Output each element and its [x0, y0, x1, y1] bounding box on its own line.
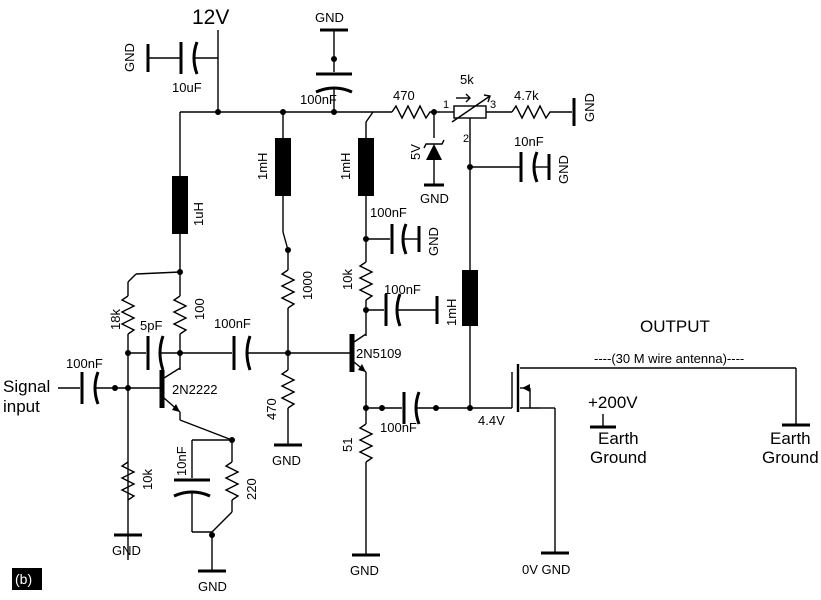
- inductor-1mh-a-label: 1mH: [255, 153, 270, 180]
- cap-100nf-drain-label: 100nF: [384, 282, 421, 297]
- inductor-1mh-b: 1mH: [338, 138, 374, 196]
- resistor-10k-base-label: 10k: [140, 469, 155, 490]
- transistor-2n5109: 2N5109: [349, 333, 402, 408]
- cap-100nf-input-label: 100nF: [66, 356, 103, 371]
- cap-100nf-mid: 100nF GND: [366, 205, 441, 256]
- inductor-1mh-c-label: 1mH: [444, 299, 459, 326]
- resistor-10k-drain-label: 10k: [340, 269, 355, 290]
- zener-label: 5V: [408, 144, 423, 160]
- cap-100nf-out-label: 100nF: [380, 420, 417, 435]
- resistor-100-label: 100: [192, 298, 207, 320]
- transistor-2n2222: 2N2222: [159, 367, 218, 413]
- resistor-1000: 1000: [280, 250, 315, 370]
- gnd-label: GND: [556, 155, 571, 184]
- mosfet-output: 0V GND: [470, 364, 570, 577]
- inductor-1uh: 1uH: [172, 176, 206, 234]
- resistor-51: 51 GND: [340, 408, 380, 578]
- inductor-1mh-a: 1mH: [255, 138, 291, 196]
- earth-label-1: Earth: [770, 429, 811, 448]
- hv-label: +200V: [588, 393, 638, 412]
- resistor-10k-drain: 10k: [340, 261, 374, 336]
- cap-10nf-right-label: 10nF: [514, 134, 544, 149]
- cap-100nf-couple: 100nF: [180, 316, 352, 371]
- supply-12v: 12V: [192, 6, 229, 112]
- antenna: ----(30 M wire antenna)---- OUTPUT Earth…: [540, 317, 819, 467]
- resistor-470-bias: 470 GND: [264, 369, 302, 468]
- signal-input-label-1: Signal: [3, 377, 50, 396]
- pot-pin1-label: 1: [443, 99, 449, 111]
- gnd-label: GND: [112, 543, 141, 558]
- cap-5pf: 5pF: [128, 318, 180, 371]
- inductor-1mh-b-label: 1mH: [338, 153, 353, 180]
- gnd-label: GND: [315, 10, 344, 25]
- cap-5pf-label: 5pF: [140, 318, 162, 333]
- pot-pin2-label: 2: [463, 133, 469, 145]
- earth-label-2: Ground: [590, 448, 647, 467]
- node-voltage: 4.4V: [478, 413, 505, 428]
- signal-input: Signal input 100nF: [3, 356, 160, 416]
- resistor-18k-label: 18k: [108, 309, 123, 330]
- zener-5v: 5V GND: [408, 112, 449, 206]
- pot-pin3-label: 3: [490, 99, 496, 111]
- signal-input-label-2: input: [3, 397, 40, 416]
- resistor-18k: 18k: [108, 282, 136, 560]
- gnd-label: GND: [198, 579, 227, 594]
- cap-10uf-label: 10uF: [172, 80, 202, 95]
- supply-label: 12V: [192, 6, 229, 29]
- gnd-label: GND: [582, 93, 597, 122]
- cap-100nf-top-label: 100nF: [300, 92, 337, 107]
- gnd-label: GND: [420, 191, 449, 206]
- output-label: OUTPUT: [640, 317, 710, 336]
- cap-10uf: GND 10uF: [122, 41, 218, 95]
- cap-100nf-top: GND 100nF: [300, 10, 353, 112]
- antenna-label: ----(30 M wire antenna)----: [594, 351, 744, 366]
- gnd-label: GND: [122, 43, 137, 72]
- earth-label-1: Earth: [598, 429, 639, 448]
- pot-5k-label: 5k: [460, 72, 474, 87]
- cap-10nf-emitter-label: 10nF: [174, 446, 189, 476]
- potentiometer-5k: 5k 1 3 2: [440, 72, 512, 270]
- resistor-10k-base: 10k GND: [112, 461, 155, 558]
- cap-100nf-mid-label: 100nF: [370, 205, 407, 220]
- cap-100nf-out: 100nF: [366, 391, 470, 435]
- resistor-4k7: 4.7k GND: [511, 88, 597, 126]
- gnd-label: GND: [272, 453, 301, 468]
- resistor-1000-label: 1000: [300, 271, 315, 300]
- resistor-220-label: 220: [244, 478, 259, 500]
- resistor-4k7-label: 4.7k: [514, 88, 539, 103]
- cap-10nf-right: 10nF GND: [467, 134, 571, 184]
- zero-v-gnd-label: 0V GND: [522, 562, 570, 577]
- resistor-51-label: 51: [340, 438, 355, 452]
- cap-100nf-drain: 100nF: [366, 282, 439, 327]
- inductor-1mh-c: 1mH: [444, 270, 478, 326]
- resistor-470-label: 470: [393, 88, 415, 103]
- hv-supply: +200V Earth Ground: [588, 393, 647, 467]
- panel-badge: (b): [12, 568, 42, 590]
- resistor-470-bias-label: 470: [264, 398, 279, 420]
- earth-label-2: Ground: [762, 448, 819, 467]
- q1-label: 2N2222: [172, 382, 218, 397]
- gnd-label: GND: [350, 563, 379, 578]
- q2-label: 2N5109: [356, 346, 402, 361]
- cap-100nf-couple-label: 100nF: [214, 316, 251, 331]
- panel-label: (b): [15, 571, 32, 587]
- resistor-470-top: 470: [391, 88, 440, 120]
- inductor-1uh-label: 1uH: [191, 202, 206, 226]
- gnd-label: GND: [426, 227, 441, 256]
- emitter-network: 10nF 220 GND: [173, 439, 259, 594]
